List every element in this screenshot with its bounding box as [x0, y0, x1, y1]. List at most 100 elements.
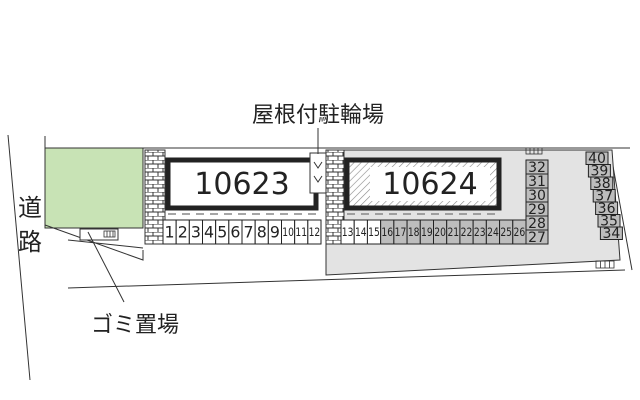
parking-slot-24: 24: [485, 219, 501, 245]
left-lot-lower: [67, 239, 144, 249]
parking-slot-10: 10: [281, 219, 296, 245]
building-10623-label: 10623: [194, 167, 289, 202]
parking-slot-number: 24: [487, 225, 499, 239]
parking-slot-number: 7: [244, 223, 254, 242]
parking-slot-number: 6: [230, 223, 240, 242]
parking-slot-26: 26: [512, 219, 527, 245]
parking-slot-1: 1: [162, 219, 177, 245]
parking-slot-number: 26: [514, 225, 526, 239]
parking-slot-25: 25: [499, 219, 514, 245]
parking-slot-15: 15: [366, 219, 382, 245]
bike-shelter-label: 屋根付駐輪場: [252, 103, 384, 128]
parking-slot-16: 16: [380, 219, 395, 245]
parking-slot-number: 39: [590, 164, 608, 180]
parking-slot-number: 19: [421, 225, 433, 239]
parking-slot-8: 8: [254, 219, 269, 245]
parking-slot-number: 29: [528, 202, 546, 218]
parking-slot-13: 13: [340, 219, 355, 245]
parking-slot-19: 19: [419, 219, 434, 245]
parking-slot-number: 10: [282, 225, 294, 239]
parking-slot-number: 32: [528, 160, 546, 176]
brick-wall-center: [325, 149, 345, 245]
green-area: [44, 147, 144, 229]
parking-slot-28: 28: [525, 215, 549, 232]
parking-slot-5: 5: [215, 219, 230, 245]
parking-slot-number: 1: [165, 223, 175, 242]
parking-slot-35: 35: [597, 214, 621, 230]
bike-shelter-area: [309, 152, 327, 194]
parking-slot-21: 21: [446, 219, 461, 245]
parking-slot-22: 22: [459, 219, 474, 245]
lower-boundary: [67, 269, 626, 289]
road-label-1: 道: [18, 194, 42, 222]
parking-slot-number: 38: [593, 176, 611, 192]
parking-slot-30: 30: [525, 187, 549, 204]
parking-slot-number: 40: [588, 151, 606, 167]
parking-slot-number: 21: [447, 225, 459, 239]
parking-slot-32: 32: [525, 159, 549, 176]
parking-slot-4: 4: [202, 219, 217, 245]
parking-slot-31: 31: [525, 173, 549, 190]
garbage-marker: [103, 230, 116, 238]
parking-slot-number: 3: [191, 223, 201, 242]
parking-slot-12: 12: [307, 219, 322, 245]
parking-slot-2: 2: [175, 219, 190, 245]
parking-slot-20: 20: [433, 219, 448, 245]
parking-slot-number: 30: [528, 188, 546, 204]
parking-slot-number: 28: [528, 216, 546, 232]
parking-slot-number: 37: [595, 189, 613, 205]
parking-slot-number: 34: [602, 226, 620, 242]
parking-slot-number: 8: [257, 223, 267, 242]
parking-slot-number: 35: [600, 214, 618, 230]
parking-slot-number: 12: [309, 225, 321, 239]
parking-slot-number: 22: [461, 225, 473, 239]
parking-slot-number: 9: [270, 223, 280, 242]
road-edge-left: [7, 134, 31, 381]
parking-slot-34: 34: [599, 226, 623, 242]
parking-slot-17: 17: [393, 219, 408, 245]
parking-slot-number: 15: [368, 225, 380, 239]
road-label-2: 路: [18, 228, 42, 256]
parking-slot-number: 17: [395, 225, 407, 239]
parking-slot-11: 11: [294, 219, 309, 245]
parking-slot-number: 36: [598, 201, 616, 217]
parking-slot-number: 27: [528, 230, 546, 246]
parking-slot-29: 29: [525, 201, 549, 218]
building-10624-label: 10624: [382, 167, 477, 202]
parking-slot-number: 31: [528, 174, 546, 190]
parking-slot-39: 39: [587, 164, 611, 180]
parking-slot-number: 2: [178, 223, 188, 242]
parking-slot-number: 13: [342, 225, 354, 239]
parking-slot-number: 4: [204, 223, 214, 242]
parking-slot-number: 25: [500, 225, 512, 239]
parking-slot-18: 18: [406, 219, 421, 245]
parking-slot-number: 5: [217, 223, 227, 242]
parking-slot-40: 40: [585, 151, 609, 167]
parking-slot-23: 23: [472, 219, 487, 245]
parking-slot-14: 14: [353, 219, 368, 245]
garbage-label: ゴミ置場: [91, 313, 179, 338]
right-side-marker: [595, 260, 615, 269]
parking-slot-number: 16: [381, 225, 393, 239]
parking-slot-9: 9: [267, 219, 283, 245]
top-right-marker: [525, 147, 543, 155]
parking-slot-27: 27: [525, 229, 549, 246]
building-10624-plate: [370, 167, 490, 201]
parking-slot-number: 18: [408, 225, 420, 239]
parking-slot-6: 6: [228, 219, 243, 245]
parking-slot-number: 20: [434, 225, 446, 239]
brick-wall-left: [144, 149, 166, 245]
parking-slot-3: 3: [188, 219, 203, 245]
parking-slot-number: 11: [295, 225, 307, 239]
parking-slot-number: 14: [355, 225, 367, 239]
parking-slot-7: 7: [241, 219, 256, 245]
parking-slot-number: 23: [474, 225, 486, 239]
garbage-leader: [87, 231, 125, 303]
parking-slot-36: 36: [595, 201, 619, 217]
bike-shelter-marks: [313, 161, 323, 183]
